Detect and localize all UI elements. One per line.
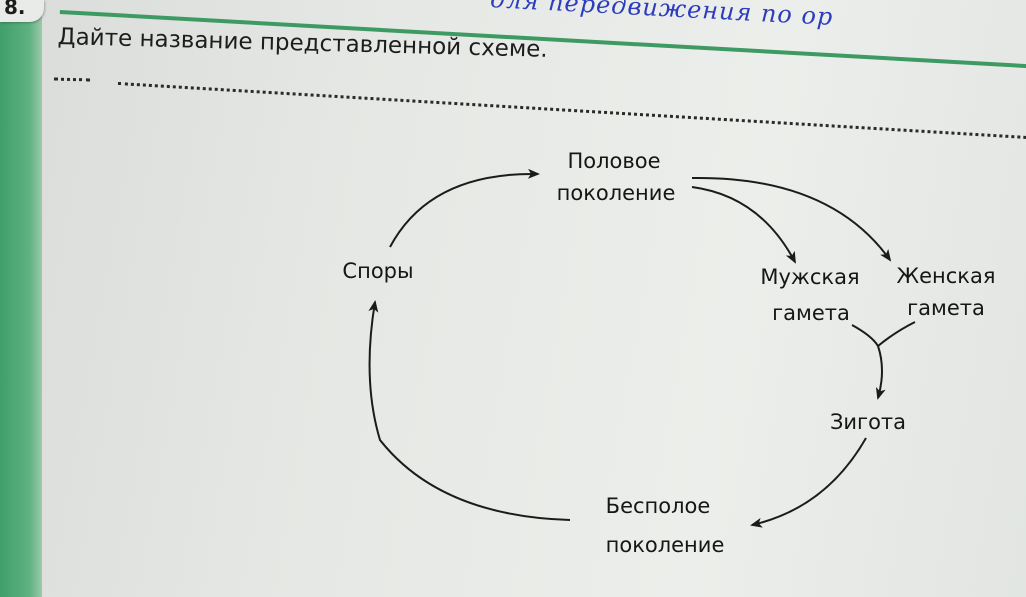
node-sexual-generation-line1: Половое (567, 149, 660, 173)
page-green-margin (0, 0, 42, 597)
arrow-asexual-generation-to-spores (368, 300, 571, 521)
arrow-sexual-generation-to-female-gamete (691, 176, 892, 262)
task-number: 8. (4, 0, 26, 19)
arrow-fusion-to-zygote (875, 345, 886, 400)
node-male-gamete-line2: гамета (772, 301, 850, 325)
node-sexual-generation-line2: поколение (557, 181, 676, 205)
node-female-gamete-line1: Женская (896, 264, 995, 288)
node-asexual-generation-line1: Бесполое (606, 494, 711, 518)
task-number-tab: 8. (0, 0, 44, 22)
node-zygote: Зигота (830, 410, 906, 434)
node-male-gamete-line1: Мужская (760, 265, 859, 289)
line-female-gamete-to-zygote (877, 321, 916, 347)
line-male-gamete-to-zygote (851, 324, 879, 347)
arrow-spores-to-sexual-generation (389, 168, 540, 248)
arrow-sexual-generation-to-male-gamete (691, 186, 796, 264)
node-asexual-generation-line2: поколение (606, 533, 725, 557)
node-spores: Споры (342, 259, 413, 283)
node-female-gamete-line2: гамета (907, 296, 985, 320)
arrow-zygote-to-asexual-generation (750, 437, 867, 528)
